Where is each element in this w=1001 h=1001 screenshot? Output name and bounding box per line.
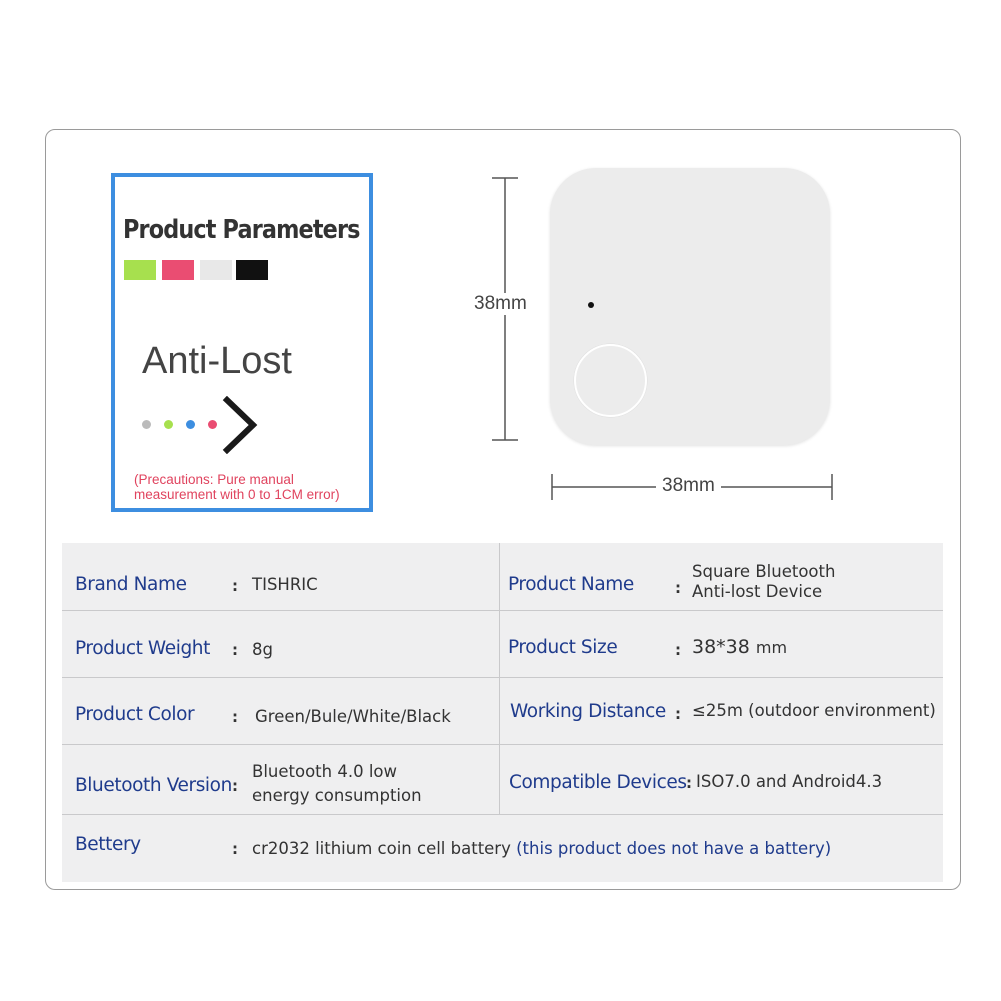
row-divider <box>62 814 943 815</box>
height-dimension: 38mm <box>468 293 533 315</box>
bluetooth-version-label: Bluetooth Version <box>75 775 232 796</box>
bluetooth-version-value-line2: energy consumption <box>252 786 422 805</box>
compatible-devices-label: Compatible Devices <box>509 772 687 793</box>
product-size-number: 38*38 <box>692 636 750 658</box>
battery-value-text: cr2032 lithium coin cell battery <box>252 839 511 858</box>
brand-name-value: TISHRIC <box>252 575 318 594</box>
battery-note: (this product does not have a battery) <box>516 839 832 858</box>
product-color-label: Product Color <box>75 704 195 725</box>
chevron-right-icon <box>222 396 258 454</box>
product-name-value-line2: Anti-lost Device <box>692 582 823 601</box>
color-swatch-green <box>124 260 156 280</box>
product-name-value-line1: Square Bluetooth <box>692 562 836 581</box>
color-swatch-black <box>236 260 268 280</box>
color-swatch-white <box>200 260 232 280</box>
compatible-devices-value: ISO7.0 and Android4.3 <box>696 772 883 791</box>
device-indicator-hole <box>588 302 594 308</box>
product-size-value: 38*38 mm <box>692 637 787 658</box>
product-name-label: Product Name <box>508 574 634 595</box>
dot-green <box>164 420 173 429</box>
colon: : <box>686 774 692 792</box>
content-frame <box>45 129 961 890</box>
product-size-unit: mm <box>755 638 788 657</box>
spec-table: Brand Name : TISHRIC Product Name : Squa… <box>62 543 943 882</box>
dot-blue <box>186 420 195 429</box>
product-line-label: Anti-Lost <box>142 340 292 382</box>
device-button <box>574 344 647 417</box>
colon: : <box>675 705 681 723</box>
brand-name-label: Brand Name <box>75 574 187 595</box>
colon: : <box>232 840 238 858</box>
color-swatch-pink <box>162 260 194 280</box>
colon: : <box>675 579 681 597</box>
battery-label: Bettery <box>75 834 141 855</box>
row-divider <box>62 744 943 745</box>
dot-gray <box>142 420 151 429</box>
row-divider <box>62 677 943 678</box>
device-image <box>550 168 830 445</box>
colon: : <box>232 777 238 795</box>
colon: : <box>232 708 238 726</box>
colon: : <box>232 577 238 595</box>
product-weight-value: 8g <box>252 640 273 659</box>
column-divider <box>499 543 500 814</box>
colon: : <box>232 641 238 659</box>
dot-pink <box>208 420 217 429</box>
bluetooth-version-value-line1: Bluetooth 4.0 low <box>252 762 398 781</box>
battery-value: cr2032 lithium coin cell battery (this p… <box>252 839 831 859</box>
panel-title: Product Parameters <box>123 215 360 245</box>
width-dimension: 38mm <box>656 475 721 497</box>
product-size-label: Product Size <box>508 637 618 658</box>
row-divider <box>62 610 943 611</box>
precaution-note: (Precautions: Pure manual measurement wi… <box>134 472 340 502</box>
product-weight-label: Product Weight <box>75 638 210 659</box>
working-distance-label: Working Distance <box>510 701 666 722</box>
working-distance-value: ≤25m (outdoor environment) <box>692 701 936 720</box>
product-color-value: Green/Bule/White/Black <box>255 707 451 726</box>
product-parameters-panel: Product Parameters Anti-Lost (Precaution… <box>111 173 373 512</box>
colon: : <box>675 641 681 659</box>
